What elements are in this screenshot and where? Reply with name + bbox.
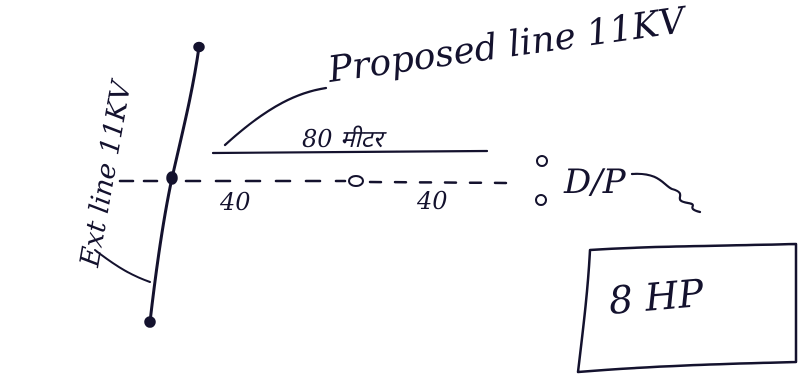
proposed-label-leader	[223, 86, 328, 147]
dp-pole-bottom	[535, 194, 547, 206]
load-box	[576, 242, 798, 374]
span-left-label: 40	[219, 188, 251, 216]
span-total-label: 80 मीटर	[302, 125, 387, 153]
existing-line-label: Ext line 11KV	[74, 77, 138, 271]
dp-pole-top	[536, 155, 548, 167]
existing-line-top-pole	[193, 41, 205, 53]
proposed-line-label: Proposed line 11KV	[325, 0, 692, 91]
span-right-label: 40	[416, 187, 448, 215]
existing-label-leader	[94, 249, 151, 283]
mid-span-pole	[348, 175, 364, 187]
span-dimension-line	[211, 149, 489, 155]
dp-connection-squiggle	[630, 172, 702, 214]
existing-line	[148, 45, 201, 324]
proposed-route-dashed-far	[368, 180, 514, 185]
existing-line-junction-pole	[166, 171, 178, 185]
dp-label: D/P	[563, 162, 627, 202]
existing-line-bottom-pole	[144, 316, 156, 328]
transformer-box-label: 8 HP	[607, 271, 707, 323]
